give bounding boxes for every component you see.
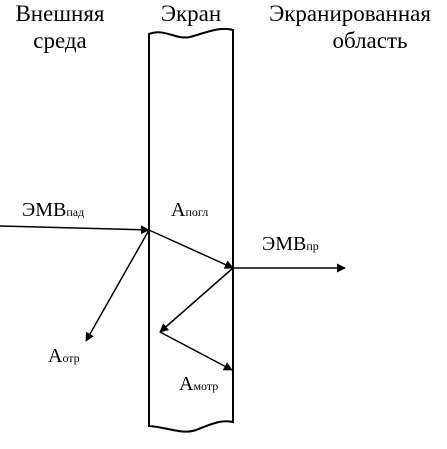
screen-heading: Экран bbox=[160, 1, 222, 26]
screen-wall bbox=[148, 27, 234, 433]
outer-environment-heading: Внешняя среда bbox=[0, 2, 120, 52]
label-emv-transmitted-sub: пр bbox=[306, 239, 319, 253]
outer-environment-line2: среда bbox=[33, 28, 87, 53]
label-a-absorbed-sub: погл bbox=[185, 205, 209, 219]
outer-environment-line1: Внешняя bbox=[15, 1, 105, 26]
shielded-area-line2: область bbox=[332, 28, 408, 53]
label-a-absorbed-main: А bbox=[171, 199, 186, 221]
label-a-reflected: Аотр bbox=[48, 346, 80, 366]
label-a-absorbed: Апогл bbox=[171, 200, 208, 220]
label-a-reflected-sub: отр bbox=[62, 351, 80, 365]
shielded-area-line1: Экранированная bbox=[269, 1, 431, 26]
internal-ray-1 bbox=[148, 229, 234, 269]
incident-wave-arrow bbox=[0, 225, 150, 235]
reflected-wave-arrow bbox=[85, 229, 150, 342]
internal-ray-2 bbox=[159, 267, 234, 333]
internal-ray-3 bbox=[159, 331, 233, 371]
label-a-multiple-reflected-main: А bbox=[179, 373, 194, 395]
label-a-multiple-reflected: Амотр bbox=[179, 374, 218, 394]
label-emv-incident: ЭМВпад bbox=[22, 200, 84, 220]
label-emv-incident-sub: пад bbox=[66, 205, 85, 219]
shielded-area-heading: Экранированная область bbox=[254, 2, 446, 52]
label-emv-incident-main: ЭМВ bbox=[22, 199, 67, 221]
label-emv-transmitted: ЭМВпр bbox=[262, 234, 319, 254]
label-a-reflected-main: А bbox=[48, 345, 63, 367]
label-a-multiple-reflected-sub: мотр bbox=[193, 379, 219, 393]
label-emv-transmitted-main: ЭМВ bbox=[262, 233, 307, 255]
